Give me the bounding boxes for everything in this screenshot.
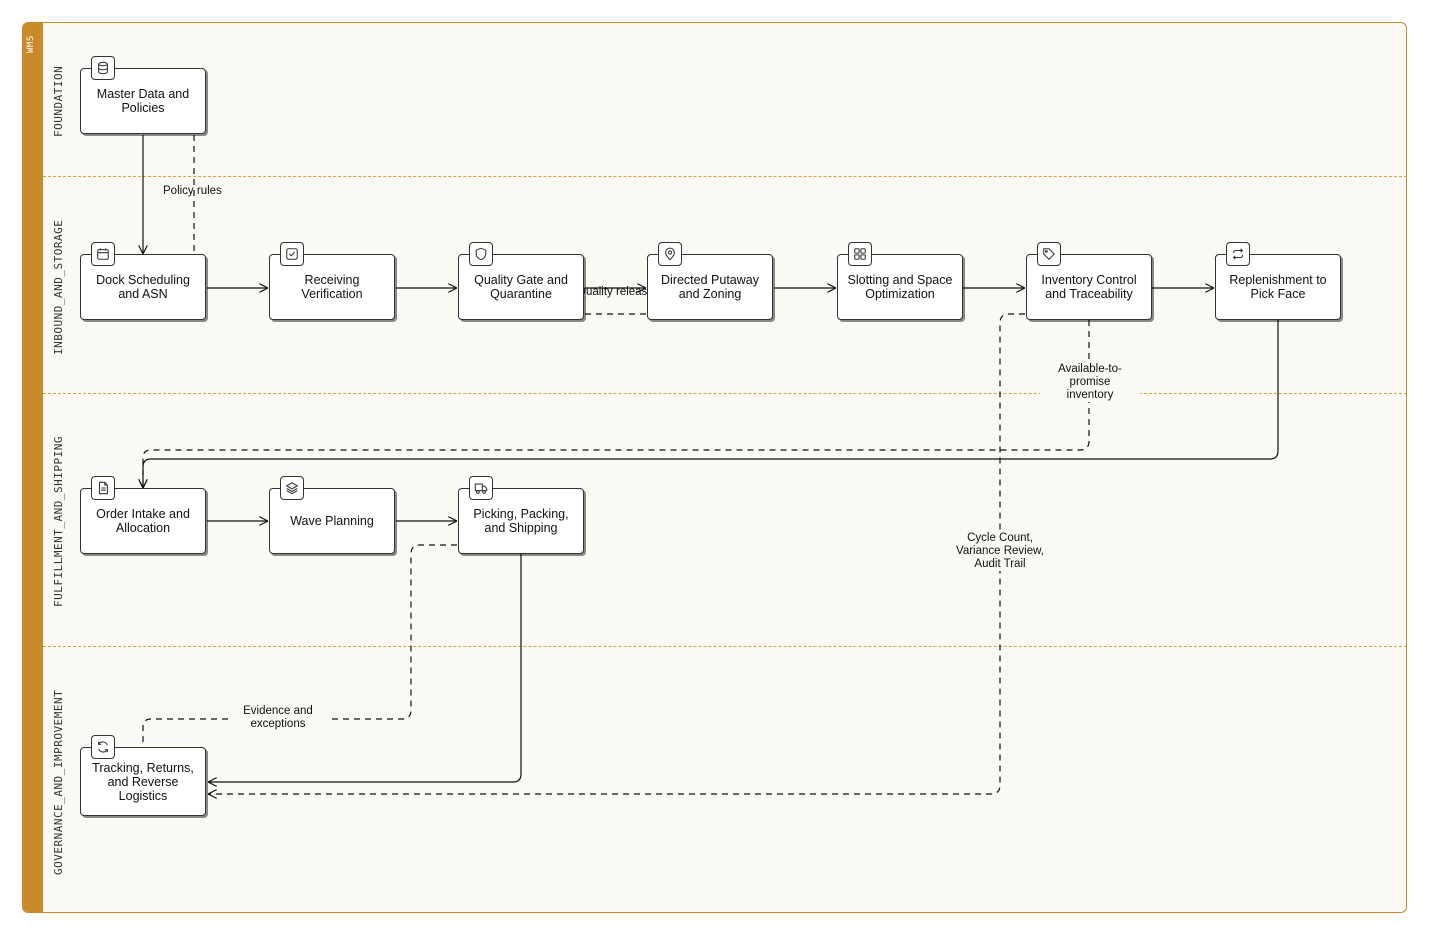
node-label: Receiving Verification — [301, 273, 363, 301]
tag-icon — [1037, 242, 1061, 266]
node-label: Directed Putaway and Zoning — [661, 273, 759, 301]
lane-divider — [43, 393, 1407, 394]
edge-evidence-exceptions — [142, 544, 457, 747]
edge-picking-to-tracking — [208, 554, 522, 782]
repeat-icon — [1226, 242, 1250, 266]
grid-icon — [848, 242, 872, 266]
edge-label-available-to-promise: Available-to- promise inventory — [1040, 363, 1140, 402]
edge-label-evidence: Evidence and exceptions — [228, 705, 328, 731]
node-tracking[interactable]: Tracking, Returns, and Reverse Logistics — [80, 735, 206, 816]
checkbox-icon — [280, 242, 304, 266]
node-wave-planning[interactable]: Wave Planning — [269, 476, 395, 554]
edge-replenishment-to-order — [143, 320, 1279, 488]
truck-icon — [469, 476, 493, 500]
node-label: Quality Gate and Quarantine — [474, 273, 568, 301]
database-icon — [91, 56, 115, 80]
node-master-data[interactable]: Master Data and Policies — [80, 56, 206, 134]
calendar-icon — [91, 242, 115, 266]
node-replenishment[interactable]: Replenishment to Pick Face — [1215, 242, 1341, 320]
edge-label-policy-rules: Policy rules — [163, 185, 222, 197]
lane-divider — [43, 176, 1407, 177]
pool-header-band — [23, 23, 43, 912]
node-label: Picking, Packing, and Shipping — [473, 507, 569, 535]
wms-pool: WMS — [22, 22, 1407, 913]
node-label: Inventory Control and Traceability — [1041, 273, 1137, 301]
node-quality-gate[interactable]: Quality Gate and Quarantine — [458, 242, 584, 320]
edge-label-cycle-count: Cycle Count, Variance Review, Audit Trai… — [946, 532, 1054, 571]
node-picking[interactable]: Picking, Packing, and Shipping — [458, 476, 584, 554]
shield-icon — [469, 242, 493, 266]
location-pin-icon — [658, 242, 682, 266]
edge-label-quality-release: Quality release — [577, 286, 654, 298]
edge-available-to-promise — [143, 320, 1090, 488]
node-label: Tracking, Returns, and Reverse Logistics — [92, 760, 194, 803]
node-label: Master Data and Policies — [96, 87, 190, 115]
refresh-icon — [91, 735, 115, 759]
node-label: Wave Planning — [290, 514, 374, 528]
node-label: Dock Scheduling and ASN — [96, 273, 190, 301]
node-label: Order Intake and Allocation — [96, 507, 190, 535]
node-label: Slotting and Space Optimization — [847, 273, 953, 301]
node-inventory[interactable]: Inventory Control and Traceability — [1026, 242, 1152, 320]
node-putaway[interactable]: Directed Putaway and Zoning — [647, 242, 773, 320]
node-order-intake[interactable]: Order Intake and Allocation — [80, 476, 206, 554]
node-slotting[interactable]: Slotting and Space Optimization — [837, 242, 963, 320]
lane-divider — [43, 646, 1407, 647]
node-dock-scheduling[interactable]: Dock Scheduling and ASN — [80, 242, 206, 320]
edge-cycle-count — [208, 313, 1025, 794]
node-receiving[interactable]: Receiving Verification — [269, 242, 395, 320]
layers-icon — [280, 476, 304, 500]
node-label: Replenishment to Pick Face — [1229, 273, 1327, 301]
document-icon — [91, 476, 115, 500]
